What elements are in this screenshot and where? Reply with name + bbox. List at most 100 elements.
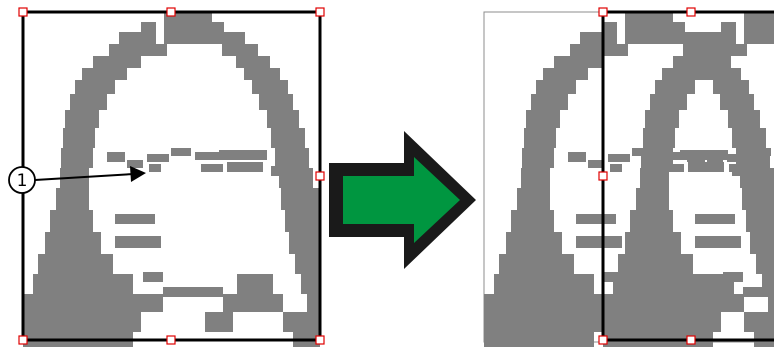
pixel-art-portrait-result <box>484 12 774 347</box>
original-hair-pixel-block <box>93 56 141 68</box>
original-resize-handle[interactable] <box>19 8 27 16</box>
moved-face-pixel-block <box>751 148 771 156</box>
result-face-pixel-block <box>610 164 622 172</box>
original-face-pixel-block <box>195 152 223 160</box>
result-hair-pixel-block <box>732 128 766 148</box>
original-hair-pixel-block <box>281 188 319 210</box>
moved-hair-pixel-block <box>630 210 673 232</box>
original-face-pixel-block <box>271 166 279 176</box>
original-hair-pixel-block <box>23 294 163 312</box>
original-face-pixel-block <box>115 236 161 248</box>
moved-hair-pixel-block <box>650 94 687 110</box>
original-hair-pixel-block <box>244 68 280 80</box>
result-hair-pixel-block <box>740 168 774 188</box>
right-arrow-icon <box>329 131 476 269</box>
original-hair-pixel-block <box>61 148 93 168</box>
original-hair-pixel-block <box>259 94 293 110</box>
result-hair-pixel-block <box>484 332 594 347</box>
original-hair-pixel-block <box>223 294 283 312</box>
original-hair-pixel-block <box>295 254 320 274</box>
result-hair-pixel-block <box>580 32 617 44</box>
original-resize-handle[interactable] <box>316 172 324 180</box>
moved-hair-pixel-block <box>655 80 695 94</box>
result-hair-pixel-block <box>625 22 685 32</box>
moved-hair-pixel-block <box>643 128 675 148</box>
result-hair-pixel-block <box>756 254 774 274</box>
moved-hair-pixel-block <box>613 274 713 294</box>
result-hair-pixel-block <box>746 210 774 232</box>
moved-hair-pixel-block <box>618 254 693 274</box>
original-hair-pixel-block <box>285 210 320 232</box>
original-hair-pixel-block <box>289 232 320 254</box>
result-hair-pixel-block <box>526 110 560 128</box>
moved-hair-pixel-block <box>603 294 743 312</box>
pixel-art-portrait-original <box>23 12 320 347</box>
moved-hair-pixel-block <box>645 110 679 128</box>
arrow-pointer-head <box>130 166 146 182</box>
original-resize-handle[interactable] <box>167 8 175 16</box>
original-face-pixel-block <box>115 214 155 224</box>
result-hair-pixel-block <box>522 148 554 168</box>
original-hair-pixel-block <box>275 148 309 168</box>
original-face-pixel-block <box>143 272 163 282</box>
original-hair-pixel-block <box>70 94 107 110</box>
result-image-panel <box>484 8 774 347</box>
moved-resize-handle[interactable] <box>599 8 607 16</box>
result-face-pixel-block <box>608 154 630 162</box>
original-resize-handle[interactable] <box>19 336 27 344</box>
original-hair-pixel-block <box>65 110 99 128</box>
original-face-pixel-block <box>163 287 223 297</box>
original-resize-handle[interactable] <box>316 8 324 16</box>
moved-resize-handle[interactable] <box>599 172 607 180</box>
moved-hair-pixel-block <box>699 32 736 44</box>
moved-resize-handle[interactable] <box>687 336 695 344</box>
original-hair-pixel-block <box>119 32 156 44</box>
moved-resize-handle[interactable] <box>599 336 607 344</box>
callout-number: 1 <box>17 171 28 191</box>
result-hair-pixel-block <box>484 312 602 332</box>
moved-hair-pixel-block <box>689 44 747 56</box>
original-hair-pixel-block <box>301 274 320 294</box>
moved-face-pixel-block <box>729 164 741 172</box>
moved-face-pixel-block <box>743 287 774 297</box>
moved-hair-pixel-block <box>636 188 669 210</box>
original-hair-pixel-block <box>237 274 273 294</box>
moved-face-pixel-block <box>695 214 735 224</box>
original-hair-pixel-block <box>33 274 133 294</box>
moved-hair-pixel-block <box>744 22 774 32</box>
result-hair-pixel-block <box>570 44 628 56</box>
moved-hair-pixel-block <box>625 232 681 254</box>
moved-face-pixel-block <box>727 154 749 162</box>
original-hair-pixel-block <box>82 68 127 80</box>
moved-face-pixel-block <box>707 160 723 168</box>
moved-resize-handle[interactable] <box>687 8 695 16</box>
result-hair-pixel-block <box>506 232 562 254</box>
original-hair-pixel-block <box>45 232 101 254</box>
original-resize-handle[interactable] <box>316 336 324 344</box>
result-hair-pixel-block <box>744 312 774 332</box>
result-hair-pixel-block <box>713 80 749 94</box>
result-hair-pixel-block <box>531 94 568 110</box>
moved-hair-pixel-block <box>603 312 721 332</box>
moved-face-pixel-block <box>687 152 705 162</box>
result-hair-pixel-block <box>742 188 774 210</box>
original-hair-pixel-block <box>307 294 320 312</box>
original-face-pixel-block <box>127 160 143 168</box>
original-face-pixel-block <box>227 162 263 172</box>
result-hair-pixel-block <box>705 68 741 80</box>
result-hair-pixel-block <box>499 254 574 274</box>
original-hair-pixel-block <box>252 80 288 94</box>
result-hair-pixel-block <box>524 128 556 148</box>
result-hair-pixel-block <box>521 168 550 188</box>
original-face-pixel-block <box>107 152 125 162</box>
original-hair-pixel-block <box>164 22 224 32</box>
original-resize-handle[interactable] <box>167 336 175 344</box>
original-hair-pixel-block <box>205 312 233 332</box>
original-face-pixel-block <box>149 164 161 172</box>
result-face-pixel-block <box>576 214 616 224</box>
original-hair-pixel-block <box>283 312 320 332</box>
result-face-pixel-block <box>568 152 586 162</box>
original-hair-pixel-block <box>279 168 313 188</box>
original-hair-pixel-block <box>267 110 299 128</box>
